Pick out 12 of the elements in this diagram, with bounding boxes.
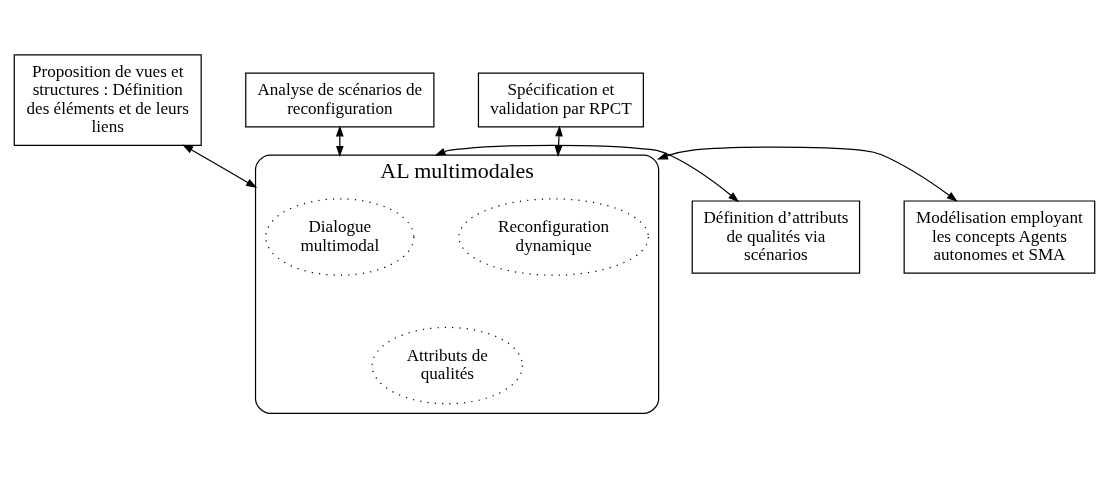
node-box: Définition d’attributs de qualités via scénarios [691,200,861,274]
arrow [554,125,563,157]
node-box: Proposition de vues et structures : Définition des éléments et de leurs liens [13,54,202,146]
node-box: Modélisation employant les concepts Agents autonomes et SMA [903,200,1096,274]
node-ellipse: Dialogue multimodal [265,198,415,276]
arrow [182,144,258,188]
node-ellipse: Attributs de qualités [371,326,524,405]
arrow [656,146,958,202]
node-ellipse: Reconfiguration dynamique [458,198,649,276]
node-box: Spécification et validation par RPCT [477,72,644,128]
node-box: Analyse de scénarios de reconfiguration [245,72,435,128]
arrow [434,144,740,203]
